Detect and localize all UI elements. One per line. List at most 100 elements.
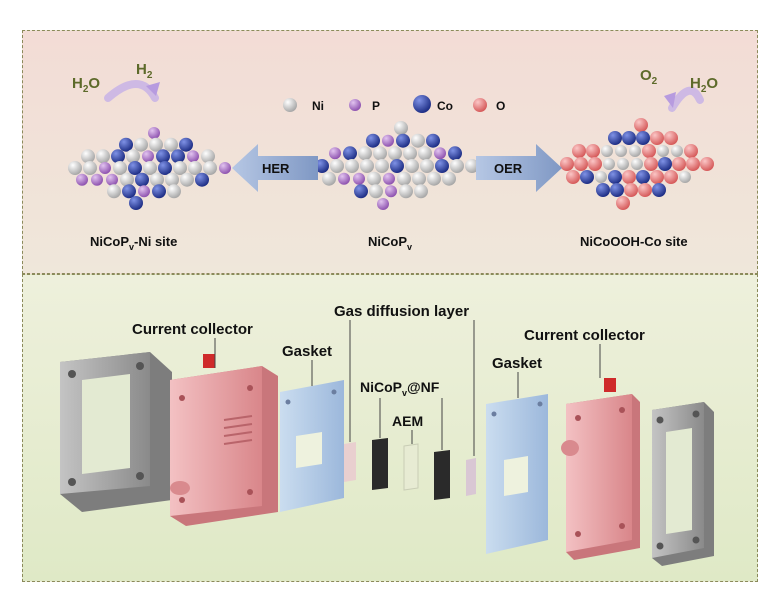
atom-sphere: [586, 144, 600, 158]
atom-sphere: [106, 173, 118, 186]
atom-sphere: [107, 184, 121, 199]
her-arrow: HER: [232, 144, 318, 192]
atom-sphere: [122, 184, 136, 199]
atom-sphere: [608, 131, 622, 145]
atom-sphere: [572, 144, 586, 158]
legend-label-p: P: [372, 99, 380, 113]
atom-sphere: [96, 149, 110, 164]
atom-sphere: [390, 159, 404, 173]
atom-sphere: [201, 149, 215, 164]
atom-sphere: [608, 170, 622, 184]
atom-sphere: [354, 184, 368, 199]
atom-sphere: [135, 172, 149, 187]
atom-sphere: [383, 172, 395, 185]
atom-sphere: [615, 145, 627, 157]
right-product-o2: O2: [640, 67, 658, 87]
atom-sphere: [343, 146, 357, 161]
atom-sphere: [167, 184, 181, 199]
atom-sphere: [91, 173, 103, 186]
atom-sphere: [420, 159, 434, 173]
atom-sphere: [588, 157, 602, 171]
nicop-ni-site-cluster: [68, 127, 231, 210]
atom-sphere: [373, 146, 387, 161]
atom-sphere: [113, 161, 127, 175]
flow-field-channel-icon: [223, 415, 253, 445]
atom-sphere: [629, 145, 641, 157]
ni-legend-icon: [283, 98, 297, 112]
atom-sphere: [650, 170, 664, 184]
atom-sphere: [435, 159, 449, 173]
atom-sphere: [388, 146, 402, 161]
right-nicop-nf-electrode: [434, 450, 450, 500]
right-gasket: [486, 394, 548, 554]
atom-sphere: [644, 157, 658, 171]
atom-sphere: [636, 131, 650, 145]
atom-sphere: [120, 172, 134, 187]
atom-sphere: [385, 185, 397, 198]
atom-sphere: [616, 196, 630, 210]
atom-sphere: [219, 162, 231, 174]
co-legend-icon: [413, 95, 431, 113]
atom-sphere: [450, 159, 464, 173]
atom-sphere: [68, 161, 82, 175]
legend-label-ni: Ni: [312, 99, 324, 113]
left-nicop-nf-electrode: [372, 438, 388, 490]
atom-sphere: [595, 171, 607, 183]
left-gasket: [280, 380, 344, 512]
atom-sphere: [152, 184, 166, 199]
atom-sphere: [658, 157, 672, 171]
atom-sphere: [442, 171, 456, 186]
oer-arrow: OER: [476, 144, 562, 192]
atom-sphere: [345, 159, 359, 173]
legend-label-o: O: [496, 99, 505, 113]
atom-sphere: [631, 158, 643, 170]
atom-sphere: [596, 183, 610, 197]
atom-sphere: [353, 172, 365, 185]
atom-sphere: [149, 137, 163, 152]
atom-sphere: [134, 137, 148, 152]
atom-sphere: [165, 172, 179, 187]
atom-sphere: [156, 149, 170, 164]
caption-nicoooh-co-site: NiCoOOH-Co site: [580, 234, 688, 249]
atom-sphere: [81, 149, 95, 164]
atom-sphere: [574, 157, 588, 171]
atom-sphere: [700, 157, 714, 171]
atom-sphere: [138, 185, 150, 198]
nicoooh-co-site-cluster: [560, 118, 714, 210]
h2-arrowhead-icon: [146, 82, 160, 96]
atom-sphere: [396, 133, 410, 148]
atom-sphere: [672, 157, 686, 171]
atom-sphere: [684, 144, 698, 158]
left-current-collector: [170, 354, 278, 526]
label-current-collector-left: Current collector: [132, 321, 253, 338]
atom-sphere: [367, 171, 381, 186]
atom-sphere: [187, 150, 199, 163]
right-end-plate: [652, 402, 714, 566]
atom-sphere: [164, 137, 178, 152]
right-gas-diffusion-layer: [466, 458, 476, 496]
atom-sphere: [142, 150, 154, 163]
atom-sphere: [315, 159, 329, 173]
label-nicop-nf: NiCoPv@NF: [360, 379, 440, 398]
atom-sphere: [650, 131, 664, 145]
h2o-to-h2-curved-arrow: [104, 80, 159, 102]
atom-sphere: [358, 146, 372, 161]
atom-sphere: [375, 159, 389, 173]
atom-sphere: [129, 196, 143, 210]
atom-sphere: [203, 161, 217, 175]
atom-sphere: [560, 157, 574, 171]
atom-sphere: [622, 131, 636, 145]
label-gas-diffusion-layer: Gas diffusion layer: [334, 303, 469, 320]
her-label: HER: [262, 161, 290, 176]
nicop-cluster: [315, 121, 479, 210]
atom-sphere: [664, 131, 678, 145]
left-product-h2: H2: [136, 61, 153, 81]
label-current-collector-right: Current collector: [524, 327, 645, 344]
atom-sphere: [642, 144, 656, 158]
atom-sphere: [360, 159, 374, 173]
atom-sphere: [638, 183, 652, 197]
left-gas-diffusion-layer: [344, 442, 356, 482]
atom-sphere: [382, 134, 394, 147]
atom-sphere: [119, 137, 133, 152]
